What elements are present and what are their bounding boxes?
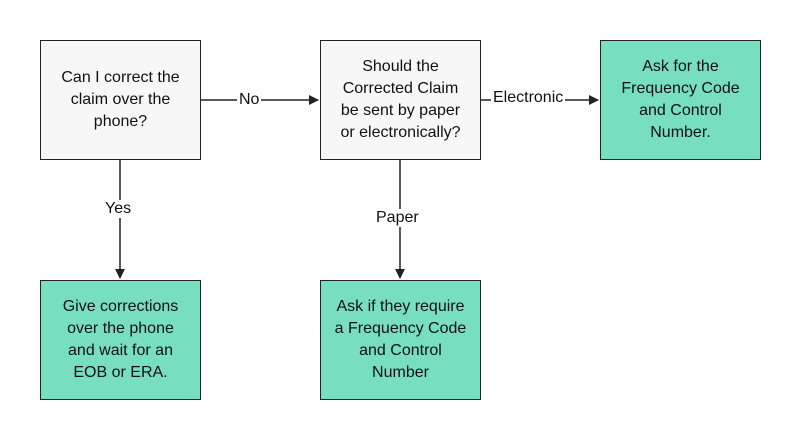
node-ask-if-required-text: Ask if they require a Frequency Code and… xyxy=(334,298,467,381)
node-correct-over-phone: Can I correct the claim over the phone? xyxy=(40,40,201,160)
node-give-corrections-text: Give corrections over the phone and wait… xyxy=(62,298,179,381)
node-give-corrections: Give corrections over the phone and wait… xyxy=(40,280,201,400)
node-ask-frequency-code-text: Ask for the Frequency Code and Control N… xyxy=(621,58,740,141)
edge-label-electronic: Electronic xyxy=(491,89,566,107)
node-paper-or-electronic: Should the Corrected Claim be sent by pa… xyxy=(320,40,481,160)
edge-label-yes: Yes xyxy=(103,200,134,218)
node-correct-over-phone-text: Can I correct the claim over the phone? xyxy=(61,69,180,130)
edge-label-paper: Paper xyxy=(374,209,421,227)
node-ask-if-required: Ask if they require a Frequency Code and… xyxy=(320,280,481,400)
node-paper-or-electronic-text: Should the Corrected Claim be sent by pa… xyxy=(340,58,461,141)
node-ask-frequency-code: Ask for the Frequency Code and Control N… xyxy=(600,40,761,160)
edge-label-no: No xyxy=(237,91,262,109)
